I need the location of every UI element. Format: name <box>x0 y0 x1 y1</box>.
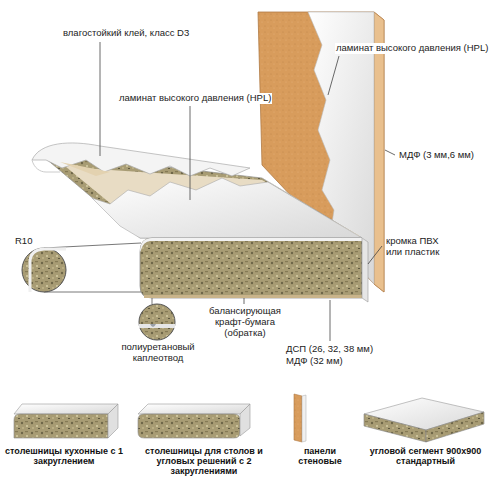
product-caption: панели стеновые <box>284 446 356 466</box>
layer-label: ламинат высокого давления (HPL) <box>118 93 272 104</box>
layer-label: влагостойкий клей, класс D3 <box>62 28 190 39</box>
product-caption: столешницы кухонные с 1 закруглением <box>4 446 124 466</box>
part-label: полиуретановый каплеотвод <box>112 342 204 364</box>
layer-label: кромка ПВХ или пластик <box>385 236 455 258</box>
material-label: МДФ (32 мм) <box>285 356 344 367</box>
layer-label: ламинат высокого давления (HPL) <box>335 43 489 54</box>
product-caption: столешницы для столов и угловых решений … <box>128 446 280 476</box>
radius-label: R10 <box>14 236 33 247</box>
layer-label: МДФ (3 мм,6 мм) <box>398 150 475 161</box>
material-label: ДСП (26, 32, 38 мм) <box>285 344 374 355</box>
layer-label: балансирующая крафт-бумага (обратка) <box>205 306 285 339</box>
product-caption: угловой сегмент 900x900 стандартный <box>362 446 489 466</box>
